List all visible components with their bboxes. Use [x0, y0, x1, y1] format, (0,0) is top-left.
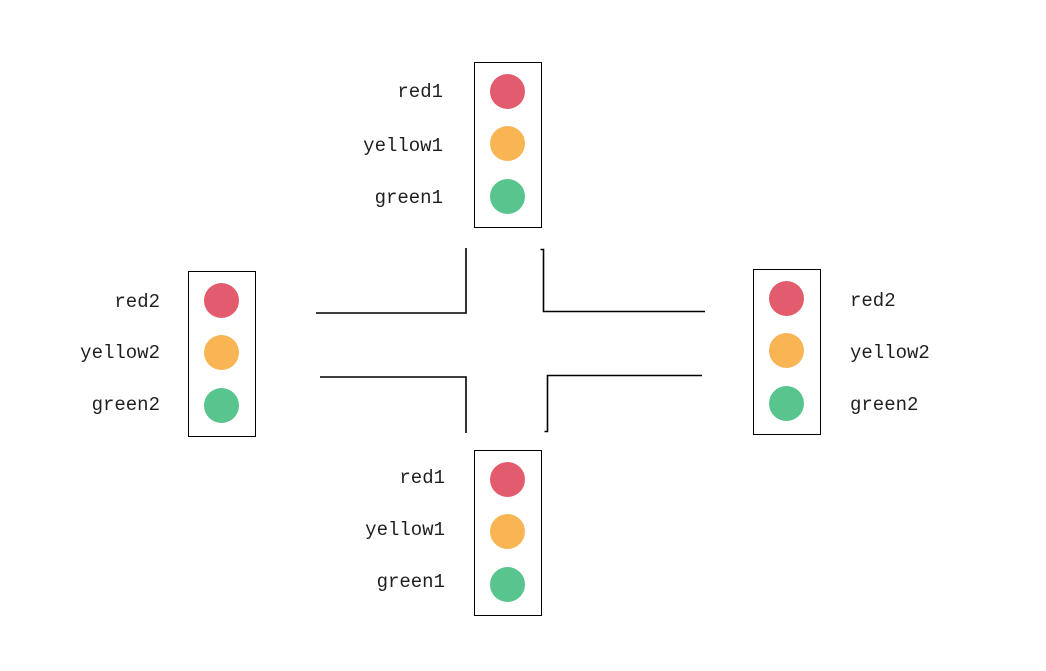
green-lamp-icon: [490, 179, 525, 214]
lamp-label-bottom-red: red1: [399, 467, 445, 489]
road-corner-bottom-left: [320, 376, 467, 433]
yellow-lamp-icon: [490, 126, 525, 161]
traffic-light-right: [753, 269, 821, 435]
lamp-label-left-green: green2: [91, 394, 160, 416]
yellow-lamp-icon: [769, 333, 804, 368]
traffic-light-top: [474, 62, 542, 228]
road-corner-top-right: [540, 248, 705, 313]
lamp-label-right-red: red2: [850, 290, 896, 312]
road-corner-bottom-right: [544, 374, 702, 433]
lamp-label-left-yellow: yellow2: [80, 342, 160, 364]
lamp-label-left-red: red2: [114, 291, 160, 313]
lamp-label-top-red: red1: [397, 81, 443, 103]
red-lamp-icon: [490, 462, 525, 497]
green-lamp-icon: [204, 388, 239, 423]
red-lamp-icon: [769, 281, 804, 316]
road-corner-top-left: [316, 248, 467, 314]
red-lamp-icon: [490, 74, 525, 109]
red-lamp-icon: [204, 283, 239, 318]
green-lamp-icon: [490, 567, 525, 602]
lamp-label-bottom-yellow: yellow1: [365, 519, 445, 541]
lamp-label-top-yellow: yellow1: [363, 135, 443, 157]
lamp-label-top-green: green1: [374, 187, 443, 209]
traffic-light-left: [188, 271, 256, 437]
lamp-label-bottom-green: green1: [376, 571, 445, 593]
yellow-lamp-icon: [204, 335, 239, 370]
green-lamp-icon: [769, 386, 804, 421]
lamp-label-right-green: green2: [850, 394, 919, 416]
yellow-lamp-icon: [490, 514, 525, 549]
lamp-label-right-yellow: yellow2: [850, 342, 930, 364]
traffic-light-bottom: [474, 450, 542, 616]
